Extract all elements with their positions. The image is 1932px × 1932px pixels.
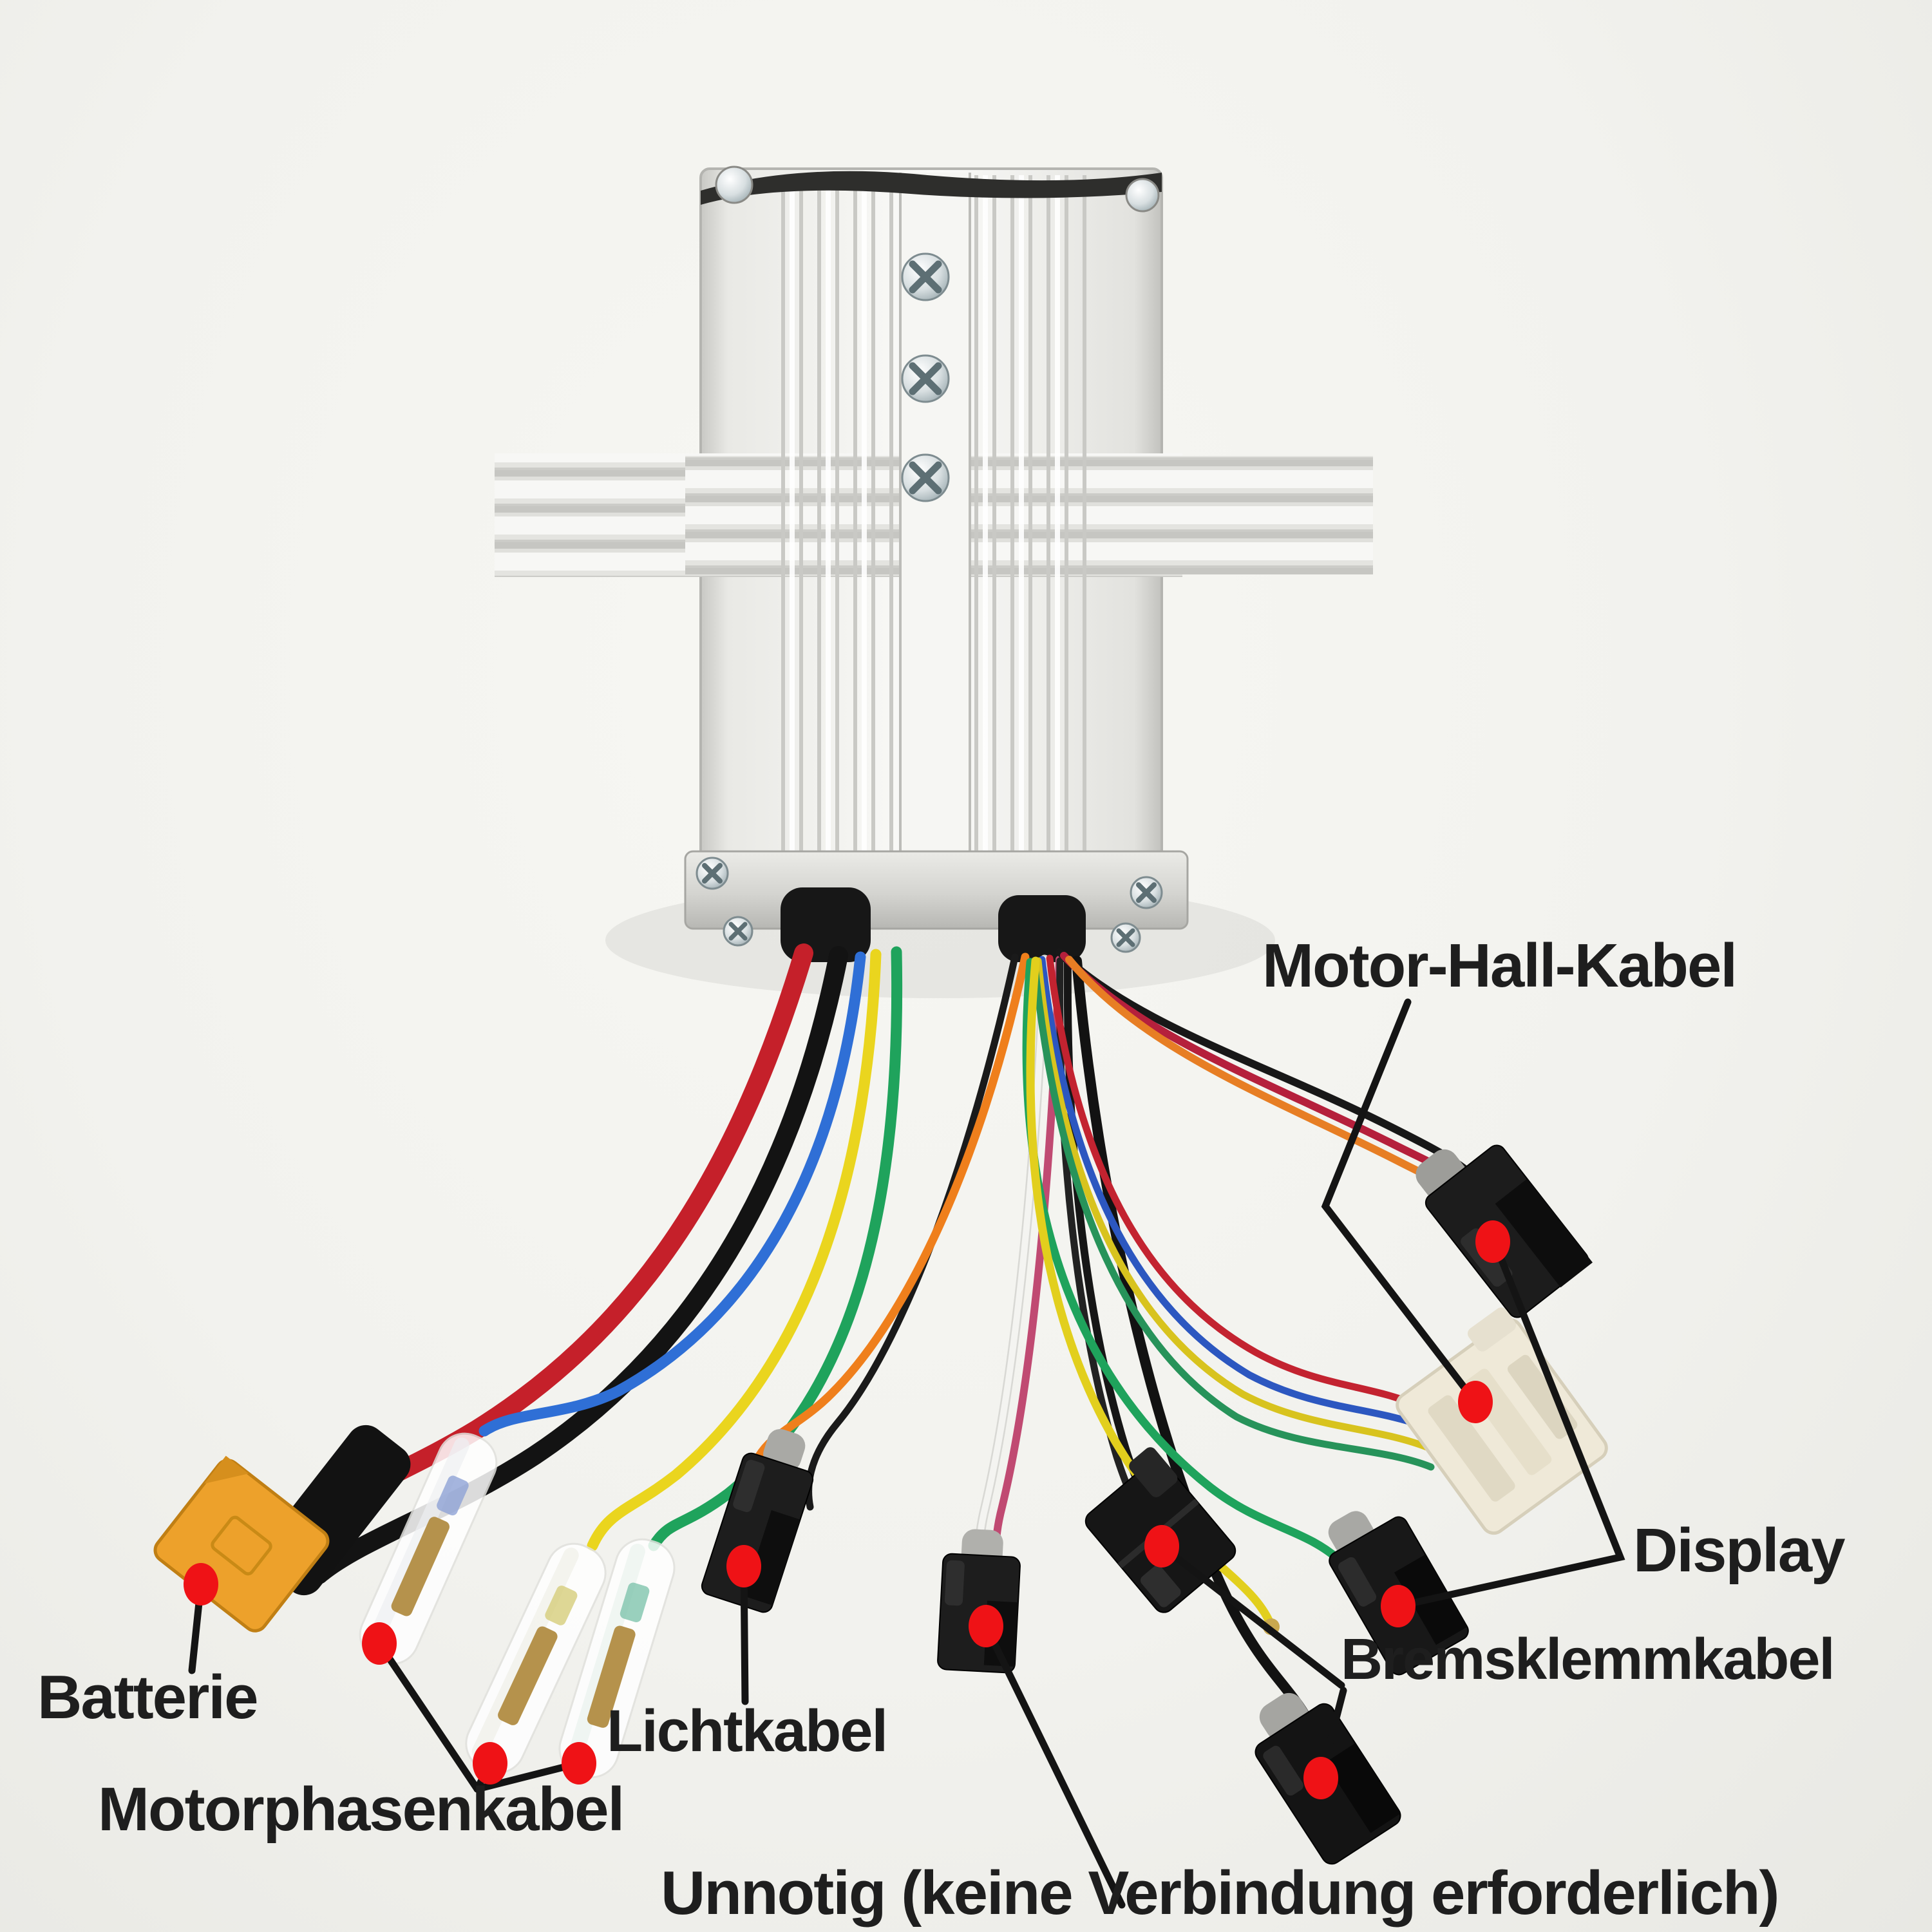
lichtkabel-line: [740, 1562, 749, 1705]
phase-bullet-connector-1: [359, 1432, 498, 1665]
label-unnotig: Unnotig (keine Verbindung erforderlich): [661, 1859, 1779, 1927]
label-motor-hall-kabel: Motor-Hall-Kabel: [1262, 931, 1738, 1000]
motorphasen-line-1: [375, 1640, 481, 1793]
light-black-wire: [805, 953, 1019, 1511]
top-corner-screw-left: [715, 166, 753, 204]
unnotig-line: [982, 1622, 1126, 1909]
light-orange-wire: [754, 952, 1030, 1461]
bottom-plate: [684, 850, 1189, 930]
fins-left: [781, 175, 893, 859]
top-seam: [701, 171, 1162, 205]
hall-red-wire: [1046, 954, 1426, 1411]
controller-box: [495, 166, 1373, 962]
hall-yellow-wire: [1034, 957, 1432, 1452]
xt60-battery-connector: [153, 1455, 330, 1633]
label-display: Display: [1633, 1516, 1845, 1585]
wire-grommet-right: [998, 895, 1086, 962]
motorhall-lines: [1321, 998, 1479, 1406]
battery-black-wire: [309, 946, 848, 1584]
brake1-wire-b: [1056, 957, 1148, 1522]
wiring-harness: [283, 943, 1486, 1738]
phase-yellow-wire: [587, 949, 882, 1551]
hall-blue-wire: [1038, 956, 1428, 1430]
top-corner-screw-right: [1125, 178, 1160, 213]
face-screws: [901, 252, 950, 502]
phase-bullet-connectors: [359, 1432, 676, 1779]
fin-highlights: [790, 175, 1060, 859]
hall-white-6pin-connector: [1396, 1307, 1608, 1535]
wire-grommet-left: [781, 887, 871, 962]
label-batterie: Batterie: [37, 1663, 258, 1732]
marker-dots: [184, 1220, 1510, 1799]
plate-screws: [696, 857, 1163, 953]
fins-right: [974, 175, 1086, 859]
hall-green-wire: [1030, 957, 1435, 1471]
label-motorphasenkabel: Motorphasenkabel: [98, 1775, 625, 1844]
loose-yellow-wire: [1026, 956, 1274, 1627]
unused-sm-connector: [937, 1529, 1021, 1674]
phase-bullet-connector-3: [558, 1538, 676, 1779]
phase-green-wire: [648, 946, 903, 1551]
display-lines: [1394, 1240, 1625, 1610]
label-lichtkabel: Lichtkabel: [607, 1698, 888, 1764]
phase-blue-wire: [478, 951, 866, 1437]
label-bremsklemmkabel: Bremsklemmkabel: [1341, 1627, 1835, 1692]
